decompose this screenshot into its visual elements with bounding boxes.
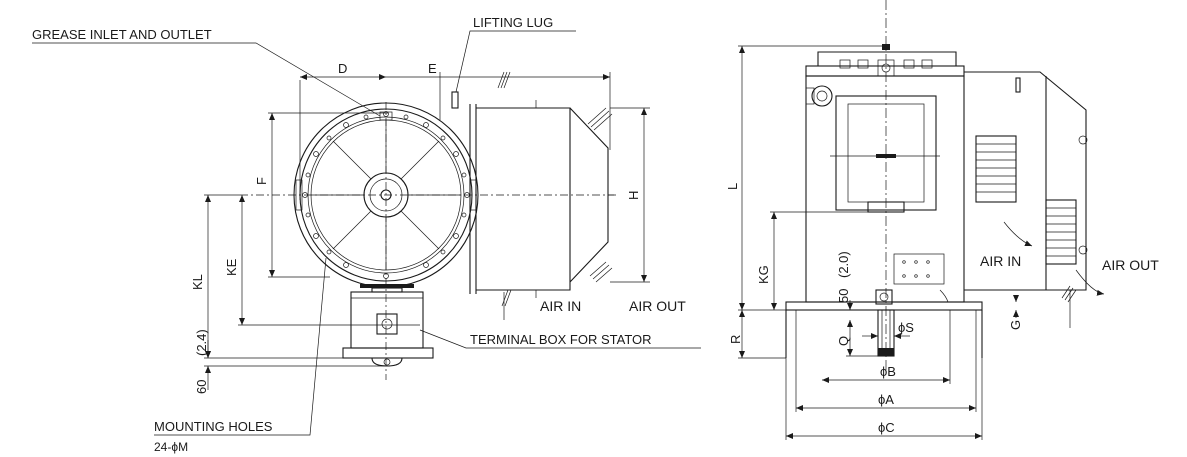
dim-B: ϕB bbox=[880, 364, 896, 379]
dim-H: H bbox=[626, 191, 641, 200]
front-air-in: AIR IN bbox=[540, 298, 581, 314]
side-air-out: AIR OUT bbox=[1102, 257, 1159, 273]
dim-2-0: (2.0) bbox=[836, 251, 851, 278]
dim-C: ϕC bbox=[878, 420, 895, 435]
dim-G: G bbox=[1008, 320, 1023, 330]
side-air-in: AIR IN bbox=[980, 253, 1021, 269]
front-view: D E F H KE KL (2.4) 60 AIR IN AIR OUT GR… bbox=[32, 15, 701, 454]
dim-F: F bbox=[254, 177, 269, 185]
top-frame bbox=[805, 44, 965, 77]
base-plate bbox=[785, 301, 983, 311]
dim-A: ϕA bbox=[878, 392, 894, 407]
dim-E: E bbox=[428, 61, 437, 76]
dim-D: D bbox=[338, 61, 347, 76]
front-air-out: AIR OUT bbox=[629, 298, 686, 314]
callout-terminal-box: TERMINAL BOX FOR STATOR bbox=[470, 332, 652, 347]
dim-S: ϕS bbox=[898, 320, 914, 335]
dim-R: R bbox=[728, 335, 743, 344]
side-view: L KG (2.0) 50 R Q G ϕS ϕB ϕA bbox=[725, 0, 1159, 440]
dim-L: L bbox=[725, 183, 740, 190]
dim-KE: KE bbox=[224, 258, 239, 276]
side-cooler bbox=[939, 71, 1105, 328]
callout-grease: GREASE INLET AND OUTLET bbox=[32, 27, 212, 42]
callout-lifting-lug: LIFTING LUG bbox=[473, 15, 553, 30]
dim-50: 50 bbox=[836, 289, 851, 303]
callout-mounting-holes-spec: 24-ϕM bbox=[154, 440, 188, 454]
stator-body bbox=[805, 75, 965, 303]
dim-KL: KL bbox=[190, 274, 205, 290]
airflow-marks bbox=[497, 71, 613, 320]
dim-2-4: (2.4) bbox=[194, 329, 209, 356]
terminal-box bbox=[342, 284, 434, 367]
dim-Q: Q bbox=[836, 336, 851, 346]
dim-KG: KG bbox=[756, 265, 771, 284]
lifting-lug-shape bbox=[451, 91, 459, 109]
callout-mounting-holes: MOUNTING HOLES bbox=[154, 419, 273, 434]
dim-60: 60 bbox=[194, 380, 209, 394]
